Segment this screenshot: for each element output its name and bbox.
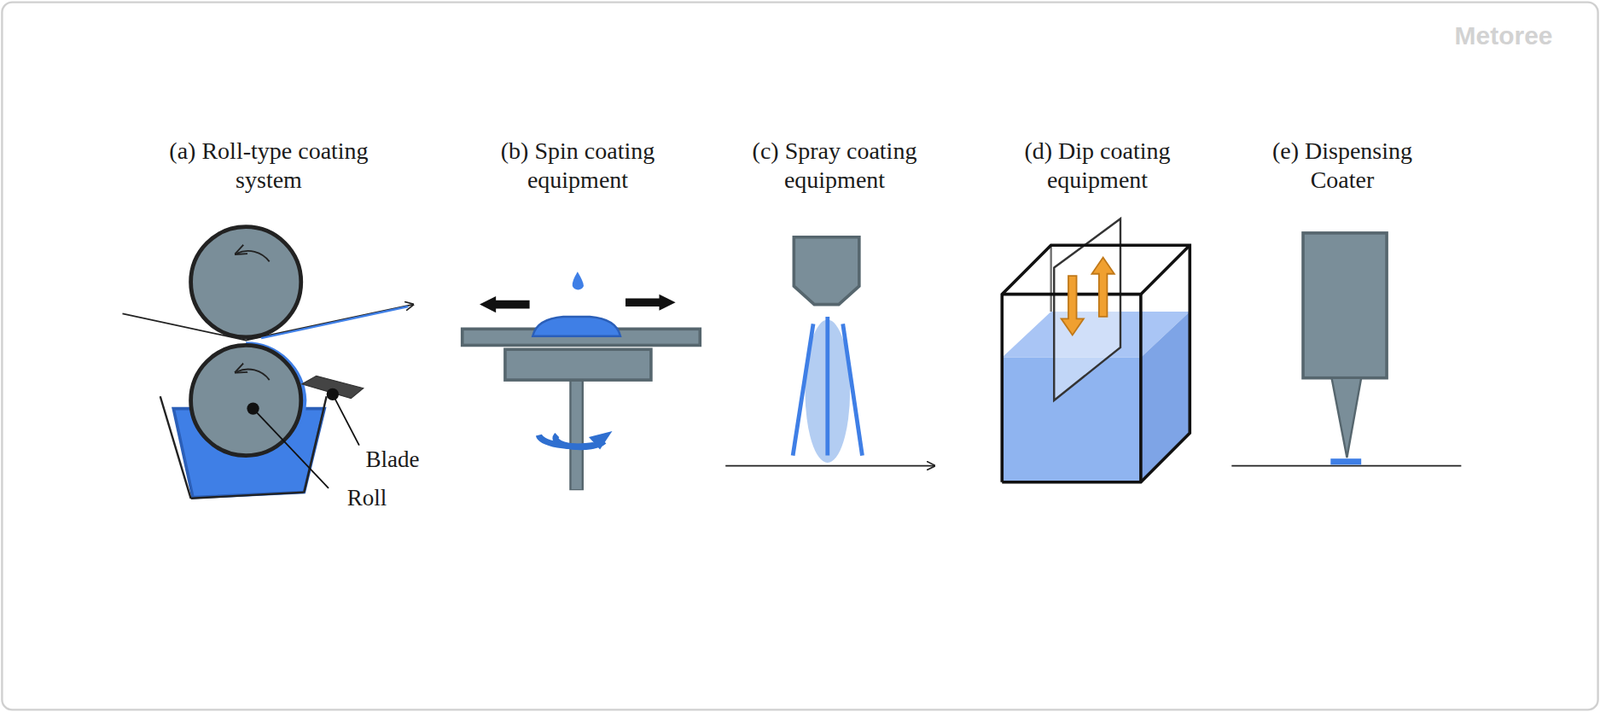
part-label: Blade — [354, 445, 431, 473]
dispensing-coater-part — [1330, 458, 1362, 465]
roll-coater-part — [332, 394, 360, 446]
panel-title: (d) Dip coating equipment — [994, 136, 1200, 194]
spray-coater-part — [825, 316, 830, 456]
dispensing-coater-part — [1231, 465, 1461, 467]
dip-coater — [1001, 218, 1190, 483]
spin-coater-part — [479, 296, 530, 313]
spin-coater-part — [625, 294, 676, 311]
roll-coater-part — [261, 306, 408, 338]
roll-coater-part — [191, 492, 305, 499]
roll-coater-part — [236, 369, 269, 381]
roll-coater-part — [253, 408, 329, 489]
dip-coater-part — [1001, 244, 1190, 482]
spray-coater-part — [792, 323, 814, 455]
part-label: Roll — [332, 483, 402, 512]
dip-coater-part — [1049, 244, 1052, 312]
roll-coater-part — [191, 344, 302, 455]
spin-coater-part — [532, 316, 621, 337]
dispensing-coater-part — [1303, 232, 1387, 379]
spin-coater — [462, 271, 701, 490]
dispensing-coater — [1231, 232, 1461, 466]
dip-coater-part — [1061, 275, 1084, 335]
roll-coater-part — [160, 395, 192, 499]
dip-coater-part — [1091, 257, 1114, 317]
dispensing-coater-part — [1332, 378, 1362, 458]
roll-coater-part — [191, 226, 302, 338]
spray-coater-part — [793, 237, 860, 305]
watermark: Metoree — [1431, 20, 1577, 52]
spray-coater-part — [725, 465, 935, 467]
spray-coater — [725, 237, 935, 466]
spin-coater-part — [571, 380, 582, 489]
panel-title: (b) Spin coating equipment — [475, 136, 681, 194]
spray-coater-part — [843, 323, 863, 455]
dip-coater-part — [1139, 294, 1143, 483]
spin-coater-part — [588, 430, 613, 450]
roll-coater-part — [303, 395, 326, 492]
panel-title: (c) Spray coating equipment — [727, 136, 942, 194]
spin-coater-part — [505, 349, 652, 380]
panel-title: (e) Dispensing Coater — [1250, 136, 1435, 194]
roll-coater-part — [122, 304, 414, 341]
spin-coater-part — [569, 379, 584, 490]
spin-coater-part — [572, 271, 584, 290]
panel-title: (a) Roll-type coating system — [140, 136, 397, 194]
spin-coater-part — [538, 435, 594, 447]
roll-coater-part — [236, 250, 269, 262]
